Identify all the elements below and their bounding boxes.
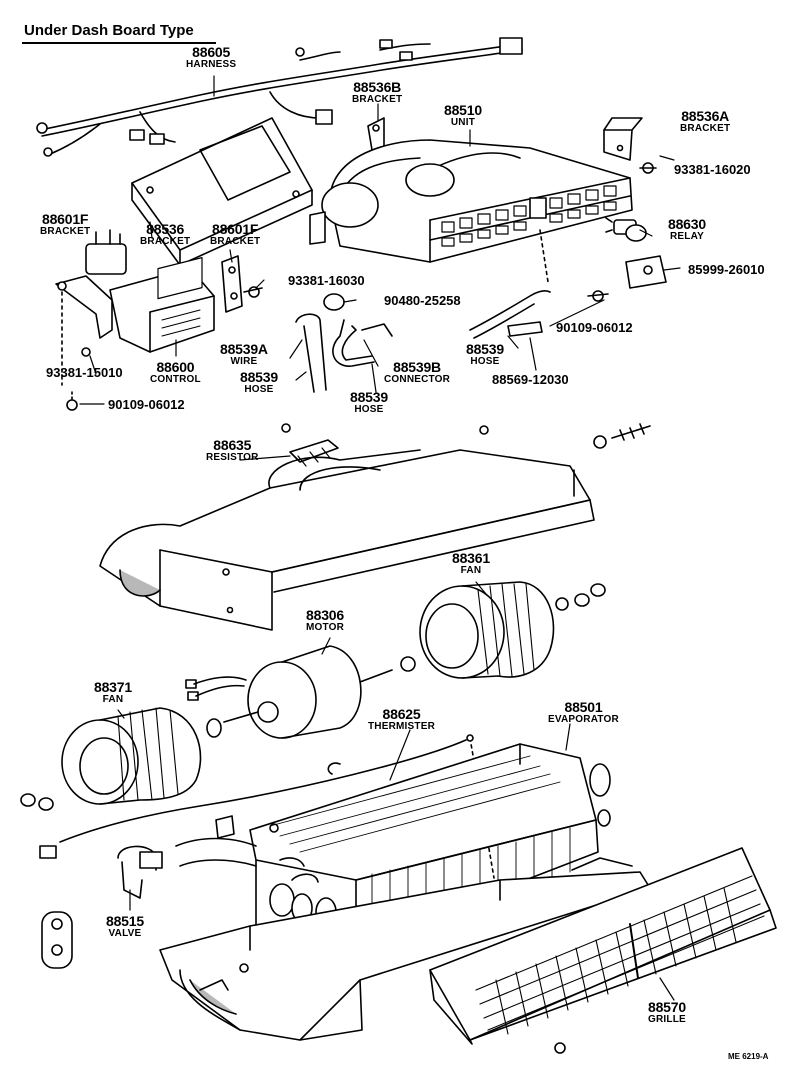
- relay-88630-drawing: [606, 218, 666, 288]
- upper-case-drawing: [100, 450, 594, 630]
- title-underline: [22, 42, 216, 44]
- unit-88510-drawing: [310, 140, 632, 262]
- control-88600-drawing: [56, 230, 214, 410]
- bracket-88536a-drawing: [604, 118, 656, 173]
- hose-assembly-drawing: [296, 230, 608, 392]
- bracket-88536-drawing: [132, 118, 312, 265]
- label-90480-25258: 90480-25258: [384, 293, 461, 308]
- label-90109-06012-left: 90109-06012: [108, 397, 185, 412]
- harness-drawing: [37, 38, 522, 156]
- bracket-88601f-right-drawing: [222, 256, 262, 312]
- label-90109-06012-right: 90109-06012: [556, 320, 633, 335]
- label-88569-12030: 88569-12030: [492, 372, 569, 387]
- fan-88371-drawing: [21, 708, 201, 810]
- figure-code: ME 6219-A: [728, 1052, 769, 1061]
- valve-88515-drawing: [42, 824, 278, 968]
- label-93381-16030: 93381-16030: [288, 273, 365, 288]
- leader-lines: [80, 76, 680, 1000]
- grille-88570-drawing: [430, 848, 776, 1053]
- label-93381-15010: 93381-15010: [46, 365, 123, 380]
- fan-88361-drawing: [420, 582, 605, 678]
- motor-88306-drawing: [186, 646, 415, 738]
- diagram-title: Under Dash Board Type: [24, 22, 194, 39]
- lower-case-drawing: [160, 858, 650, 1040]
- resistor-88635-drawing: [282, 424, 650, 466]
- label-93381-16020: 93381-16020: [674, 162, 751, 177]
- label-85999-26010: 85999-26010: [688, 262, 765, 277]
